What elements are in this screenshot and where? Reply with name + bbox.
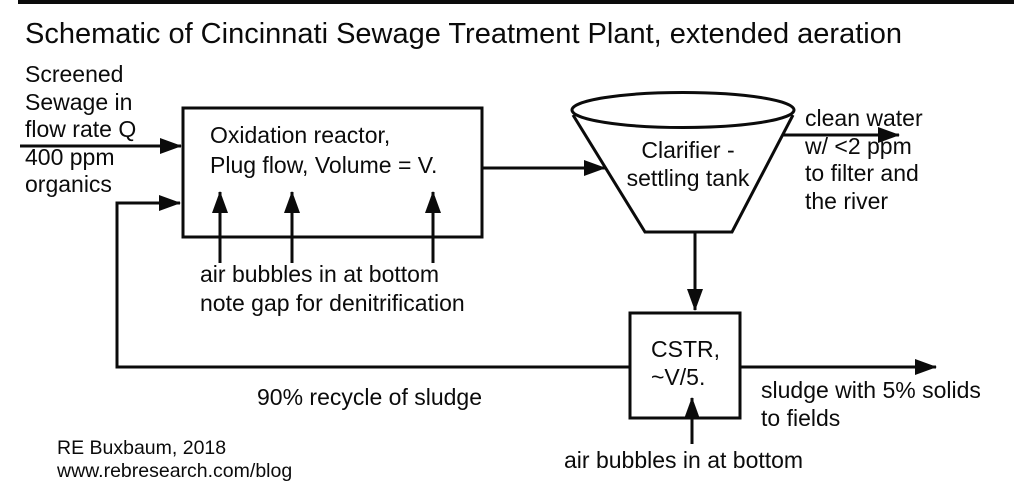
reactor-aeration-line: air bubbles in at bottom [200,261,440,287]
feed-label-line: Screened [25,61,124,87]
oxidation-reactor-box [181,106,484,239]
credit-note: RE Buxbaum, 2018 www.rebresearch.com/blo… [57,437,292,483]
cstr-aeration-note: air bubbles in at bottom [564,447,804,473]
sludge-out-line: sludge with 5% solids [761,377,981,403]
clarifier-funnel [571,114,795,234]
clarifier-rim-ellipse [570,91,796,129]
recycle-line [115,195,630,369]
credit-line: www.rebresearch.com/blog [57,460,293,482]
cstr-line: ~V/5. [651,363,706,390]
oxidation-reactor-line: Plug flow, Volume = V. [210,151,438,178]
sludge-out-label: sludge with 5% solids to fields [761,377,981,432]
cstr-label: CSTR, ~V/5. [651,336,720,391]
clean-water-line: w/ <2 ppm [805,132,912,159]
feed-label: Screened Sewage in flow rate Q 400 ppm o… [25,61,136,199]
clarifier-line: settling tank [626,165,750,191]
top-border-artifact [18,0,1014,4]
feed-label-line: 400 ppm [25,143,115,170]
oxidation-reactor-line: Oxidation reactor, [210,122,391,148]
credit-line: RE Buxbaum, 2018 [57,437,227,459]
sludge-out-line: to fields [761,404,841,431]
clean-water-line: to filter and [805,160,919,187]
diagram-title: Schematic of Cincinnati Sewage Treatment… [25,18,902,50]
feed-label-line: flow rate Q [25,116,137,143]
clean-water-line: the river [805,187,889,214]
feed-label-line: Sewage in [25,88,133,115]
clarifier-line: Clarifier - [641,137,735,163]
clean-water-line: clean water [805,105,923,131]
feed-label-line: organics [25,171,112,198]
clean-water-label: clean water w/ <2 ppm to filter and the … [805,105,923,215]
reactor-aeration-line: note gap for denitrification [200,290,465,316]
clarifier-label: Clarifier - settling tank [588,136,788,192]
cstr-line: CSTR, [651,336,720,362]
oxidation-reactor-label: Oxidation reactor, Plug flow, Volume = V… [210,121,437,180]
reactor-aeration-note: air bubbles in at bottom note gap for de… [200,260,465,318]
recycle-label: 90% recycle of sludge [257,384,483,410]
